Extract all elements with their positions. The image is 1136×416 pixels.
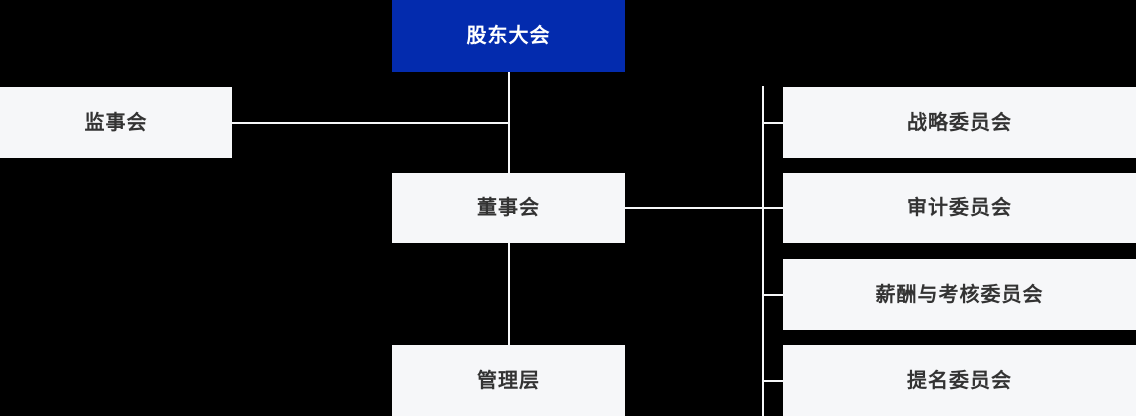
connector-committee-rail (762, 86, 764, 416)
connector-board-to-management (508, 242, 510, 345)
node-board-of-supervisors[interactable]: 监事会 (0, 87, 232, 158)
node-audit-committee[interactable]: 审计委员会 (783, 173, 1136, 243)
connector-rail-to-nomination-committee (762, 380, 783, 382)
node-shareholders-meeting[interactable]: 股东大会 (392, 0, 625, 72)
node-strategy-committee[interactable]: 战略委员会 (783, 87, 1136, 158)
connector-shareholders-to-supervisors (232, 122, 510, 124)
connector-rail-to-remuneration-committee (762, 294, 783, 296)
connector-rail-to-strategy-committee (762, 122, 783, 124)
node-management[interactable]: 管理层 (392, 345, 625, 416)
node-remuneration-committee[interactable]: 薪酬与考核委员会 (783, 259, 1136, 330)
node-nomination-committee[interactable]: 提名委员会 (783, 345, 1136, 416)
connector-board-to-committees (625, 207, 764, 209)
node-board-of-directors[interactable]: 董事会 (392, 173, 625, 243)
connector-rail-to-audit-committee (762, 207, 783, 209)
